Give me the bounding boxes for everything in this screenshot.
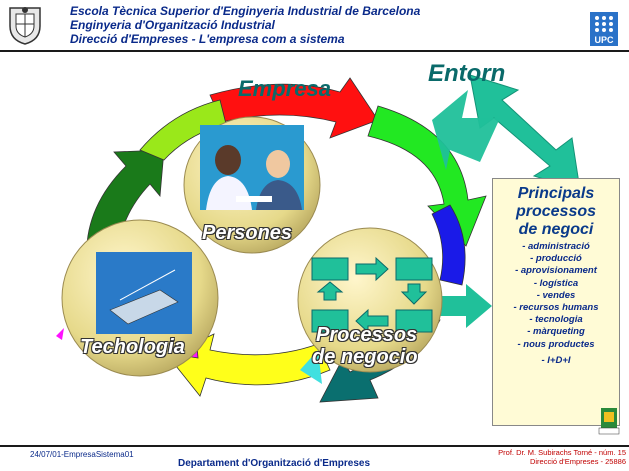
node-processes-label-1: Processos bbox=[316, 324, 418, 346]
processes-title-line3: de negoci bbox=[518, 221, 594, 238]
department-logo bbox=[598, 408, 620, 435]
process-arrow-right bbox=[355, 256, 389, 282]
header-line-program: Enginyeria d'Organització Industrial bbox=[70, 18, 275, 32]
node-people-label: Persones bbox=[202, 222, 293, 244]
company-label: Empresa bbox=[238, 76, 331, 101]
person-right-body bbox=[256, 180, 302, 210]
environment-label: Entorn bbox=[428, 60, 506, 87]
satellite-body bbox=[109, 289, 179, 325]
environment-arrow-left bbox=[432, 90, 500, 170]
cycle-arrow-blue bbox=[431, 204, 466, 286]
process-item: - aprovisionament bbox=[515, 265, 597, 277]
process-arrow-up bbox=[316, 281, 344, 301]
node-processes-label-2: de negocio bbox=[312, 346, 418, 368]
enterprise-system-diagram bbox=[56, 74, 581, 403]
footer-course-code: Direcció d'Empreses - 25886 bbox=[529, 457, 626, 466]
process-flow-graphic bbox=[311, 256, 433, 334]
business-processes-panel: Principals processos de negoci - adminis… bbox=[492, 178, 620, 426]
cycle-arrow-green bbox=[367, 105, 487, 247]
school-crest-logo bbox=[9, 7, 41, 45]
process-item: - logística bbox=[533, 277, 579, 289]
footer-file-reference: 24/07/01-EmpresaSistema01 bbox=[30, 450, 134, 459]
process-box-2 bbox=[395, 257, 433, 281]
process-box-1 bbox=[311, 257, 349, 281]
footer-department: Departament d'Organització d'Empreses bbox=[178, 458, 371, 469]
pointer-marker bbox=[56, 328, 64, 340]
process-box-3 bbox=[311, 309, 349, 333]
upc-logo: UPC bbox=[590, 12, 618, 46]
process-item: - vendes bbox=[536, 289, 576, 301]
document-paper bbox=[236, 196, 272, 202]
processes-list: - administració - producció - aprovision… bbox=[493, 241, 619, 367]
process-item: - màrqueting bbox=[527, 326, 585, 338]
footer-author: Prof. Dr. M. Subirachs Torné - núm. 15 bbox=[498, 448, 626, 457]
process-item: - tecnologia bbox=[529, 314, 583, 326]
node-technology-label: Techologia bbox=[80, 336, 185, 358]
process-to-sidebar-arrow bbox=[440, 284, 492, 328]
process-item: - producció bbox=[530, 253, 582, 265]
process-item: - nous productes bbox=[517, 338, 595, 350]
header-line-course: Direcció d'Empreses - L'empresa com a si… bbox=[70, 32, 345, 46]
cycle-arrow-lime bbox=[139, 99, 227, 161]
process-arrow-left bbox=[355, 308, 389, 334]
process-item: - recursos humans bbox=[513, 302, 599, 314]
satellite-image bbox=[96, 252, 192, 334]
footer-divider bbox=[0, 445, 629, 447]
processes-panel-title: Principals processos de negoci bbox=[493, 185, 619, 239]
cycle-arrow-cyan bbox=[300, 350, 322, 384]
process-item: - I+D+I bbox=[541, 354, 571, 366]
header-bar bbox=[0, 0, 629, 52]
processes-title-line2: processos bbox=[515, 203, 597, 220]
processes-title-line1: Principals bbox=[517, 185, 595, 202]
upc-logo-text: UPC bbox=[594, 35, 614, 45]
satellite-antenna bbox=[119, 269, 176, 301]
person-right-head bbox=[266, 150, 290, 178]
process-item: - administració bbox=[522, 241, 590, 252]
header-divider bbox=[0, 50, 629, 52]
header-line-school: Escola Tècnica Superior d'Enginyeria Ind… bbox=[70, 4, 421, 18]
process-box-4 bbox=[395, 309, 433, 333]
header-title-block: Escola Tècnica Superior d'Enginyeria Ind… bbox=[70, 4, 530, 46]
person-left-head bbox=[215, 145, 241, 175]
process-arrow-down bbox=[400, 283, 428, 305]
